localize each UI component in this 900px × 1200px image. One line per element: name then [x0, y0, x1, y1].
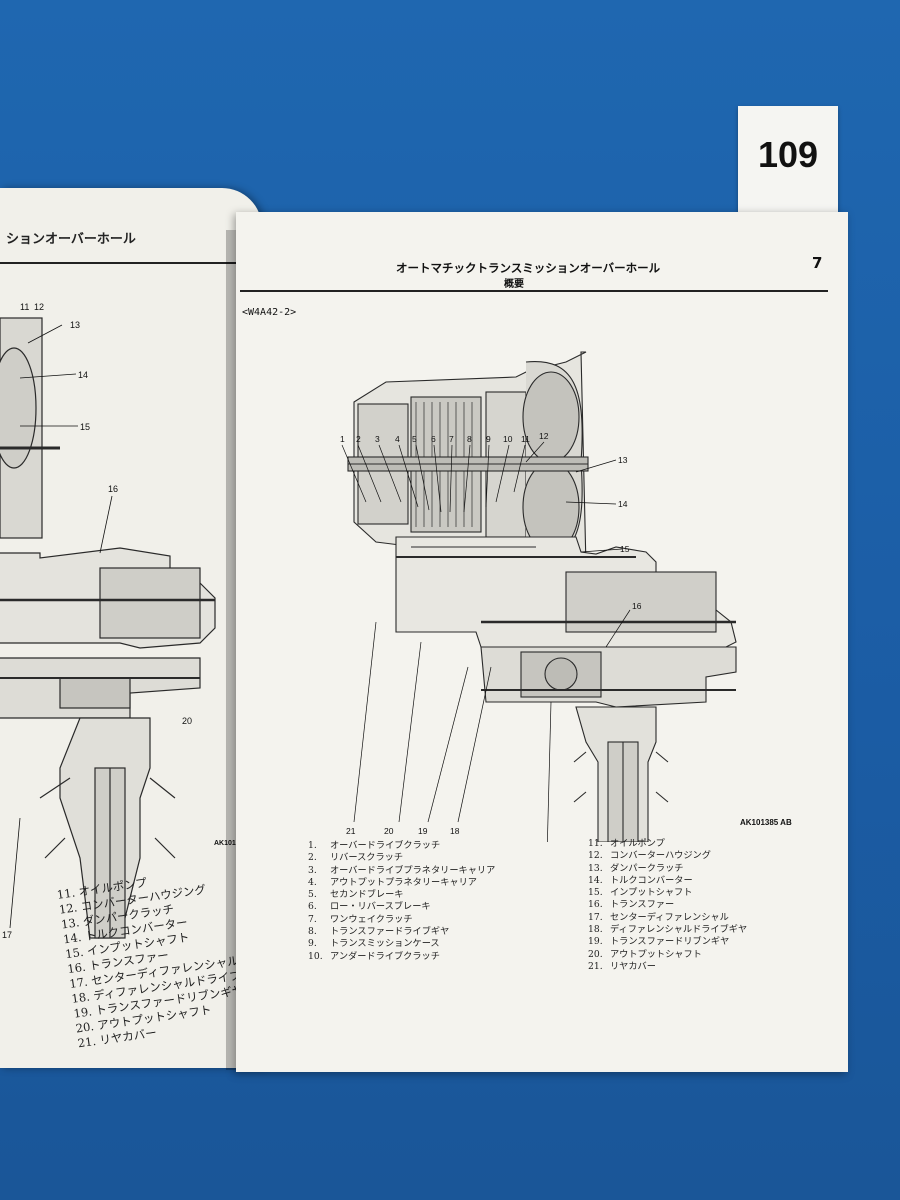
callout-4: 4 — [395, 434, 400, 444]
left-page-header: ションオーバーホール — [6, 232, 136, 247]
right-legend-item-12: 12.コンバーターハウジング — [588, 850, 711, 862]
right-legend-item-2: 2.リバースクラッチ — [308, 852, 404, 864]
right-legend-item-21: 21.リヤカバー — [588, 960, 656, 972]
number-tag-value: 109 — [757, 134, 819, 175]
right-legend-item-18: 18.ディファレンシャルドライブギヤ — [588, 924, 748, 936]
right-legend-item-17: 17.センターディファレンシャル — [588, 911, 729, 923]
callout-5: 5 — [412, 434, 417, 444]
right-transmission-diagram: 1 2 3 4 5 6 7 8 9 10 11 12 13 14 15 16 1… — [340, 351, 737, 842]
callout-15: 15 — [620, 544, 630, 554]
callout-20: 20 — [384, 826, 394, 836]
right-legend-item-8: 8.トランスファードライブギヤ — [308, 926, 450, 938]
number-tag: 109 — [738, 106, 838, 212]
right-legend-item-11: 11.オイルポンプ — [588, 838, 665, 849]
callout-7: 7 — [449, 434, 454, 444]
left-label-16: 16 — [108, 484, 118, 494]
right-legend-item-10: 10.アンダードライブクラッチ — [308, 950, 440, 962]
right-legend-item-15: 15.インプットシャフト — [588, 887, 693, 899]
callout-13: 13 — [618, 455, 628, 465]
right-header-rule — [240, 290, 828, 292]
right-legend-item-6: 6.ロー・リバースブレーキ — [308, 901, 431, 913]
left-label-12: 12 — [34, 302, 44, 312]
callout-8: 8 — [467, 434, 472, 444]
callout-19: 19 — [418, 826, 428, 836]
callout-1: 1 — [340, 434, 345, 444]
left-label-14: 14 — [78, 370, 88, 380]
model-code: <W4A42-2> — [242, 307, 297, 318]
right-legend-item-5: 5.セカンドブレーキ — [308, 889, 404, 901]
right-legend-item-16: 16.トランスファー — [588, 899, 675, 911]
left-label-11: 11 — [20, 302, 29, 312]
right-legend-col2: 11.オイルポンプ 12.コンバーターハウジング 13.ダンパークラッチ 14.… — [588, 838, 747, 973]
right-page-title: オートマチックトランスミッションオーバーホール — [396, 261, 661, 275]
callout-11: 11 — [521, 434, 530, 444]
callout-18: 18 — [450, 826, 460, 836]
right-page-number: 7 — [812, 254, 823, 272]
right-page: オートマチックトランスミッションオーバーホール 概要 7 <W4A42-2> — [236, 212, 848, 1072]
callout-21: 21 — [346, 826, 356, 836]
right-legend-item-9: 9.トランスミッションケース — [308, 938, 440, 950]
right-legend-item-19: 19.トランスファードリブンギヤ — [588, 936, 730, 948]
left-page: ションオーバーホール 11 12 13 14 15 16 17 20 — [0, 188, 262, 1068]
right-figure-code: AK101385 AB — [740, 818, 792, 827]
left-label-15: 15 — [80, 422, 90, 432]
callout-16: 16 — [632, 601, 642, 611]
left-label-17: 17 — [2, 930, 12, 940]
callout-10: 10 — [503, 434, 513, 444]
callout-14: 14 — [618, 499, 628, 509]
right-legend-item-3: 3.オーバードライブプラネタリーキャリア — [308, 864, 496, 876]
right-legend-item-13: 13.ダンパークラッチ — [588, 862, 684, 874]
right-legend-item-14: 14.トルクコンバーター — [588, 874, 693, 886]
right-page-subtitle: 概要 — [504, 279, 524, 290]
left-label-20: 20 — [182, 716, 192, 726]
right-legend-item-20: 20.アウトプットシャフト — [588, 948, 702, 960]
right-legend-col1: 1.オーバードライブクラッチ 2.リバースクラッチ 3.オーバードライブプラネタ… — [308, 840, 495, 963]
right-legend-item-4: 4.アウトプットプラネタリーキャリア — [308, 876, 477, 888]
callout-12: 12 — [539, 431, 549, 441]
callout-2: 2 — [356, 434, 361, 444]
left-label-13: 13 — [70, 320, 80, 330]
left-transmission-diagram: 11 12 13 14 15 16 17 20 — [0, 302, 216, 940]
callout-6: 6 — [431, 434, 436, 444]
callout-3: 3 — [375, 434, 380, 444]
right-legend-item-7: 7.ワンウェイクラッチ — [308, 913, 413, 925]
callout-9: 9 — [486, 434, 491, 444]
left-header-rule — [0, 262, 262, 264]
right-legend-item-1: 1.オーバードライブクラッチ — [308, 840, 441, 851]
